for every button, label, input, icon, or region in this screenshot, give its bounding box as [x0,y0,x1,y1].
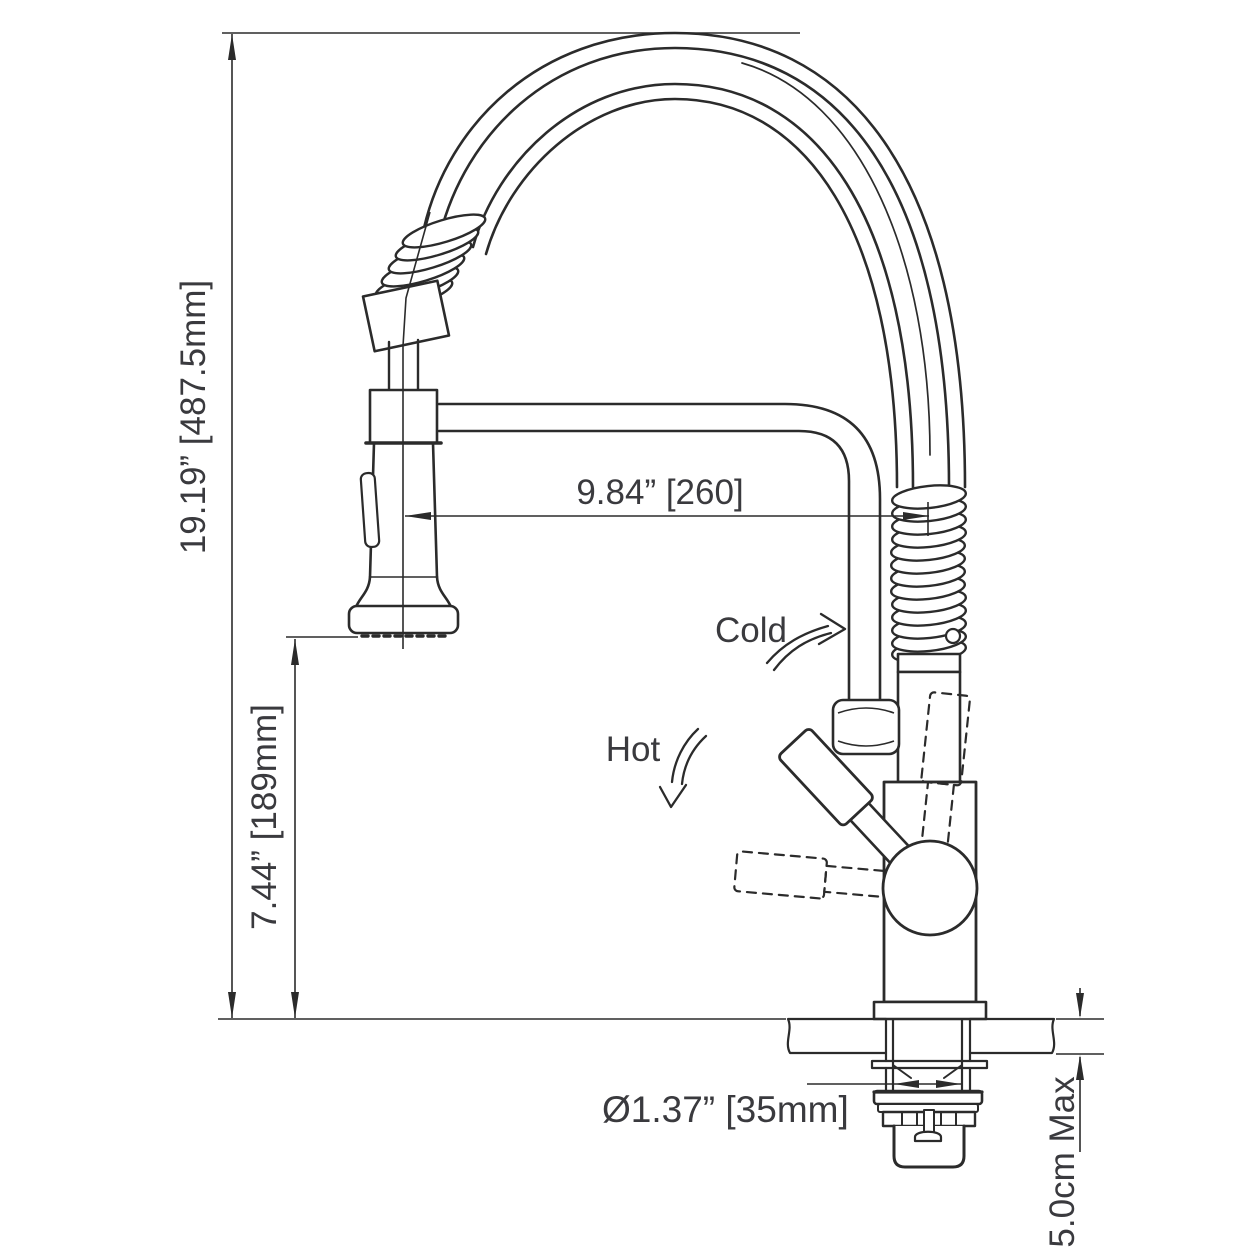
spring-wire-end [944,627,962,645]
base-flange [872,1000,988,1021]
counter-thickness-dimension: 5.0cm Max [1043,988,1104,1248]
spout-reach-dimension: 9.84” [260] [405,473,929,536]
spout-reach-label: 9.84” [260] [576,473,743,512]
spout-support-arm [437,402,882,702]
overall-height-dimension: 19.19” [487.5mm] [174,32,800,1018]
spray-centerline [402,211,431,649]
counter-thickness-label: 5.0cm Max [1043,1076,1082,1248]
countertop-section [218,1017,1056,1055]
spray-hose-tube [387,338,420,393]
spout-height-dimension: 7.44” [189mm] [245,636,358,1018]
arm-bracket [831,698,901,756]
faucet-column [896,652,962,784]
screw-cap [913,1130,943,1143]
mounting-hardware [870,1018,989,1169]
handle-position-dashed-horizontal [733,850,898,900]
handle-ball-joint [881,839,979,937]
mounting-screw [923,1109,935,1135]
mounting-washer [870,1059,989,1070]
cold-label: Cold [715,611,787,650]
hole-diameter-label: Ø1.37” [35mm] [602,1089,849,1130]
hose-ferrule [361,279,451,353]
hose-highlight-line [741,62,931,456]
spring-collar [896,652,962,674]
upper-body [896,670,962,784]
hot-rotation-arrow-icon [658,727,708,809]
spout-arc-hose [422,31,967,489]
overall-height-label: 19.19” [487.5mm] [174,280,213,554]
cold-rotation-arrow-icon [765,612,847,672]
spout-height-label: 7.44” [189mm] [245,704,284,930]
hot-label: Hot [606,730,661,769]
hole-diameter-dimension: Ø1.37” [35mm] [602,1080,961,1130]
supply-housing [892,1124,966,1169]
spray-trigger [359,471,381,549]
